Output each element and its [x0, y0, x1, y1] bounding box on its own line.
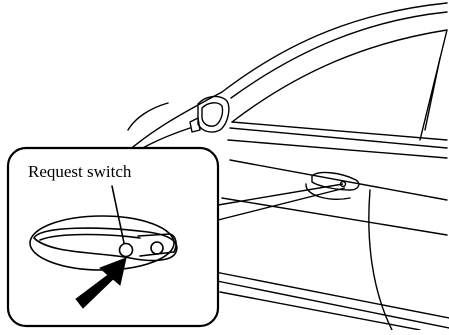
belt-line-2: [228, 140, 447, 158]
sill-line-1: [205, 270, 449, 318]
request-switch-label: Request switch: [28, 163, 131, 180]
b-pillar: [420, 30, 447, 140]
sill-line-3: [220, 292, 420, 330]
door-rear-edge: [369, 190, 392, 330]
mirror-glass: [202, 103, 223, 126]
mirror-mount: [190, 118, 200, 132]
b-pillar-2: [425, 58, 440, 130]
character-line: [230, 160, 447, 200]
character-line-2: [222, 198, 447, 235]
roof-inner-line: [231, 12, 447, 98]
sill-line-2: [212, 280, 449, 328]
leader-line-top: [218, 184, 343, 205]
